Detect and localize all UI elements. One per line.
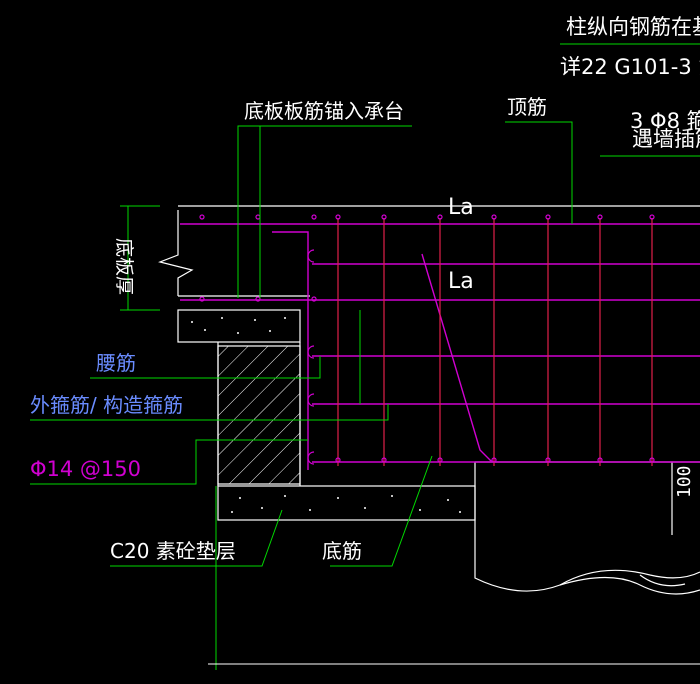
top-bar-label: 顶筋 — [507, 95, 547, 119]
rebar-dots — [199, 214, 655, 463]
dimension-100-label: 100 — [674, 465, 695, 498]
rebar-hooks — [307, 249, 315, 465]
wall-dowel-label: 遇墙插筋 — [632, 127, 700, 151]
cushion-label: C20 素砼垫层 — [110, 539, 236, 563]
outer-stirrup-label: 外箍筋/ 构造箍筋 — [30, 393, 183, 417]
stirrup-lines — [337, 218, 653, 466]
cushion-speckles — [191, 317, 461, 513]
bar-spec-label: Φ14 @150 — [30, 457, 141, 481]
column-note-line2: 详22 G101-3 第 — [560, 55, 700, 79]
hatched-wall-section — [217, 345, 301, 485]
column-note-line1: 柱纵向钢筋在基础 — [566, 15, 700, 39]
anchor-length-label-1: La — [448, 195, 474, 220]
bottom-bar-label: 底筋 — [322, 539, 362, 563]
waist-bar-label: 腰筋 — [96, 351, 136, 375]
slab-anchor-label: 底板板筋锚入承台 — [244, 99, 404, 123]
slab-thickness-label: 底板厚 — [113, 238, 135, 295]
stirrup-spec-label: 3 Φ8 箍 — [630, 109, 700, 133]
rebar-lines — [180, 223, 700, 470]
anchor-length-label-2: La — [448, 269, 474, 294]
